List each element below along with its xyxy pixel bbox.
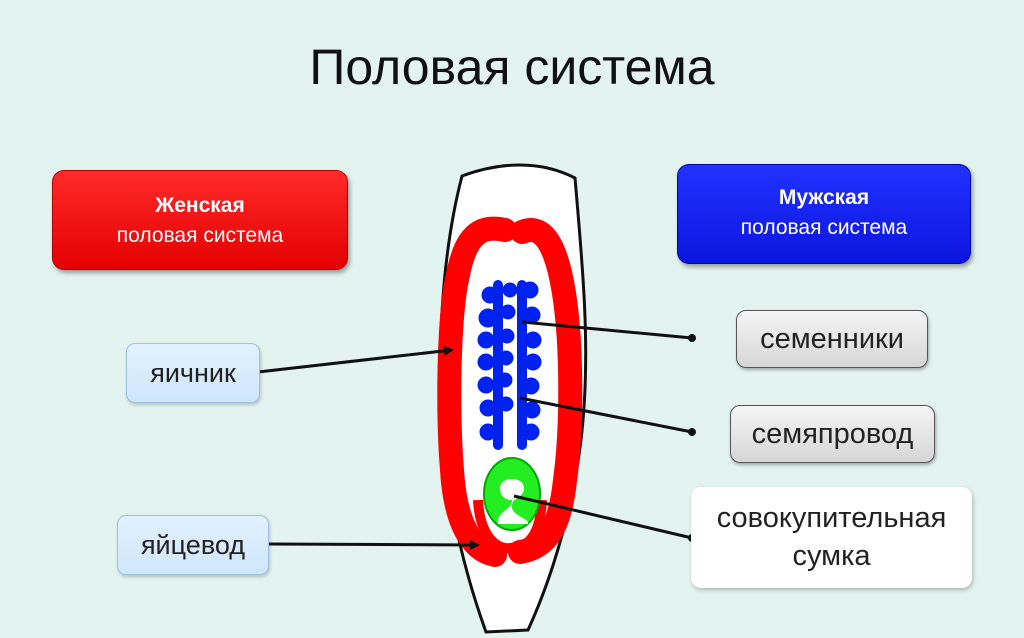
oviduct-loop xyxy=(473,499,547,554)
oviduct-pointer xyxy=(267,539,480,550)
male-box-line2: половая система xyxy=(740,216,908,239)
vas-pointer xyxy=(519,396,693,434)
right-ovary-band xyxy=(508,218,583,564)
testes xyxy=(477,280,542,450)
ovary-label: яичник xyxy=(126,343,260,403)
female-box-line2: половая система xyxy=(116,224,284,247)
bursa-pointer xyxy=(513,494,693,540)
bursa-label: совокупительная сумка xyxy=(691,487,972,588)
bursa-inner xyxy=(497,479,529,524)
female-system-box: Женская половая система xyxy=(52,170,348,270)
oviduct-label: яйцевод xyxy=(117,515,269,575)
female-box-line1: Женская xyxy=(155,194,245,217)
bursa-label-line1: совокупительная xyxy=(716,502,947,534)
vas-deferens-label: семяпровод xyxy=(730,405,935,463)
bursa-label-line2: сумка xyxy=(792,540,871,572)
page-title: Половая система xyxy=(309,39,715,95)
testes-pointer xyxy=(521,320,693,340)
male-system-box: Мужская половая система xyxy=(677,164,971,264)
ovary-pointer xyxy=(257,345,454,374)
male-box-line1: Мужская xyxy=(778,186,870,209)
left-ovary-band xyxy=(437,216,517,567)
testes-label: семенники xyxy=(736,310,928,368)
